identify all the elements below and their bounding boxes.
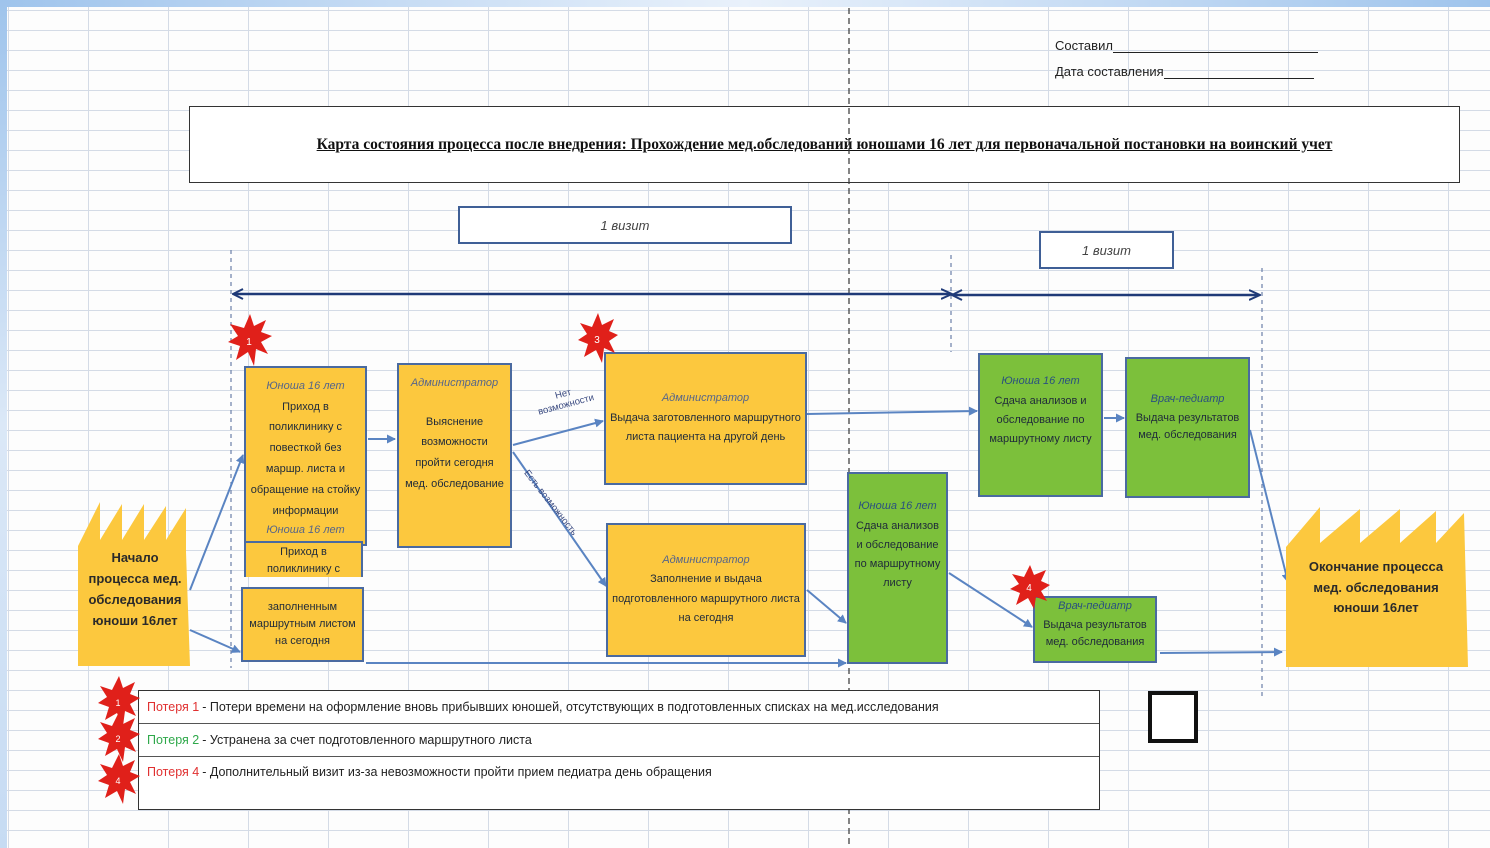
arrow-b4-to-b7 <box>806 406 978 416</box>
step-role: Юноша 16 лет <box>266 523 345 536</box>
left-border <box>0 0 7 848</box>
visit-label-1: 1 визит <box>458 206 792 244</box>
legend-row-loss-1: Потеря 1 - Потери времени на оформление … <box>139 691 1099 724</box>
step-text: Заполнение и выдача подготовленного марш… <box>612 573 800 624</box>
date-label: Дата составления <box>1055 64 1164 79</box>
legend-loss-name: Потеря 4 <box>147 765 200 779</box>
page-title: Карта состояния процесса после внедрения… <box>316 135 1333 153</box>
arrow-b9-to-end <box>1159 647 1283 657</box>
loss-1-burst-icon: 1 <box>228 314 272 366</box>
step-text: Приход в поликлинику с повесткой без мар… <box>250 400 361 517</box>
legend-row-loss-4: Потеря 4 - Дополнительный визит из-за не… <box>139 757 1099 809</box>
step-arrival-overlap: Приход в поликлинику с <box>244 541 363 577</box>
arrow-b5-to-b6 <box>806 589 847 624</box>
step-tests-today: Юноша 16 лет Сдача анализов и обследован… <box>847 472 948 664</box>
top-border <box>0 0 1490 7</box>
step-text: Выяснение возможности пройти сегодня мед… <box>405 415 504 491</box>
legend-loss-text: - Устранена за счет подготовленного марш… <box>202 733 532 747</box>
step-role: Врач-педиатр <box>1150 393 1225 405</box>
arrow-b3-to-b4 <box>512 418 604 446</box>
arrow-start-to-b2 <box>189 629 241 653</box>
legend-row-loss-2: Потеря 2 - Устранена за счет подготовлен… <box>139 724 1099 757</box>
process-end-label: Окончание процесса мед. обследования юно… <box>1308 558 1444 616</box>
date-line <box>1163 78 1314 79</box>
arrow-start-to-b1 <box>189 454 245 591</box>
start-factory-icon <box>78 502 190 666</box>
step-issue-sheet-other-day: Администратор Выдача заготовленного марш… <box>604 352 807 485</box>
burst-number: 3 <box>594 335 600 346</box>
end-factory-icon <box>1286 507 1468 667</box>
arrow-b8-to-end <box>1249 429 1291 583</box>
legend-loss-text: - Потери времени на оформление вновь при… <box>202 700 939 714</box>
step-role: Администратор <box>410 377 499 389</box>
step-check-possibility: Администратор Выяснение возможности прой… <box>397 363 512 548</box>
step-fill-sheet-today: Администратор Заполнение и выдача подгот… <box>606 523 806 657</box>
loss-3-burst-icon: 3 <box>578 313 618 363</box>
title-box: Карта состояния процесса после внедрения… <box>189 106 1460 183</box>
selection-box[interactable] <box>1148 691 1198 743</box>
svg-text:1: 1 <box>115 698 120 708</box>
step-role: Юноша 16 лет <box>1001 375 1080 387</box>
step-text: Выдача заготовленного маршрутного листа … <box>610 411 801 443</box>
arrow-b6-to-b9 <box>948 572 1033 628</box>
step-text: Сдача анализов и обследование по маршрут… <box>854 519 941 590</box>
svg-text:4: 4 <box>115 776 120 786</box>
legend-burst-1-icon: 1 <box>98 676 140 726</box>
burst-number: 4 <box>1026 583 1032 594</box>
legend-loss-name: Потеря 2 <box>147 733 200 747</box>
step-results-today: Врач-педиатр Выдача результатов мед. обс… <box>1033 596 1157 663</box>
burst-number: 1 <box>246 337 252 348</box>
legend-loss-text: - Дополнительный визит из-за невозможнос… <box>202 765 712 779</box>
legend-burst-4-icon: 4 <box>98 754 140 804</box>
compiled-by-row: Составил <box>1055 38 1318 53</box>
legend-bursts: 1 2 4 <box>98 676 140 804</box>
step-tests-next-visit: Юноша 16 лет Сдача анализов и обследован… <box>978 353 1103 497</box>
step-text: Сдача анализов и обследование по маршрут… <box>989 394 1092 446</box>
step-role: Юноша 16 лет <box>266 380 345 392</box>
step-text: Приход в поликлинику с <box>266 546 341 575</box>
loss-legend: Потеря 1 - Потери времени на оформление … <box>138 690 1100 810</box>
loss-4-burst-icon: 4 <box>1010 565 1050 609</box>
step-role: Врач-педиатр <box>1058 600 1132 612</box>
legend-loss-name: Потеря 1 <box>147 700 200 714</box>
step-role: Администратор <box>661 392 750 404</box>
compiled-by-line <box>1112 52 1318 53</box>
step-text: Выдача результатов мед. обследования <box>1043 618 1147 649</box>
step-arrival-with-sheet: заполненным маршрутным листом на сегодня <box>241 587 364 662</box>
step-role: Администратор <box>662 553 750 566</box>
svg-text:2: 2 <box>115 734 120 744</box>
arrow-b3-to-b5 <box>512 451 607 587</box>
step-results-next-visit: Врач-педиатр Выдача результатов мед. обс… <box>1125 357 1250 498</box>
step-arrival-no-sheet: Юноша 16 лет Приход в поликлинику с пове… <box>244 366 367 546</box>
process-start-label: Начало процесса мед. обследования юноши … <box>88 550 182 628</box>
visit-label-text: 1 визит <box>1082 242 1131 258</box>
step-text: заполненным маршрутным листом на сегодня <box>249 600 356 648</box>
legend-burst-2-icon: 2 <box>98 712 140 762</box>
compiled-by-label: Составил <box>1055 38 1113 53</box>
visit-label-2: 1 визит <box>1039 231 1174 269</box>
visit-label-text: 1 визит <box>600 217 650 233</box>
step-role: Юноша 16 лет <box>858 500 937 512</box>
date-row: Дата составления <box>1055 64 1314 79</box>
step-text: Выдача результатов мед. обследования <box>1135 411 1240 442</box>
